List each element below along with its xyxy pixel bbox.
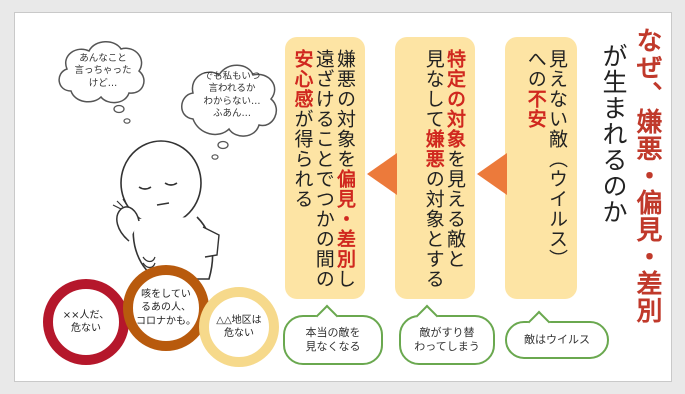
caption-text: 本当の敵を見なくなる: [306, 326, 361, 355]
circle-line: 危ない: [71, 323, 101, 334]
card-relief-highlight: 安心感: [291, 49, 314, 109]
circle-line: 咳をしてい: [141, 288, 191, 300]
circle-line: るあの人、: [141, 302, 191, 314]
card-fear-text: 見えない敵（ウイルス） への不安: [524, 49, 568, 299]
card-target-line: の対象とする: [422, 169, 445, 289]
arrow-left-icon: [367, 153, 397, 195]
title-sub: が生まれるのか: [599, 43, 628, 225]
thought-line: あんなこと: [79, 53, 127, 64]
card-relief-line: 嫌悪の対象を: [334, 49, 356, 169]
speech-circle-district: △△地区は危ない: [199, 287, 279, 367]
card-target-highlight: 特定の対象: [444, 49, 466, 149]
card-target-line: 見なして: [422, 49, 445, 129]
title-main: なぜ、嫌悪・偏見・差別: [632, 27, 662, 324]
card-relief-line: 遠ざけることでつかの間の: [312, 49, 335, 289]
card-fear-line: 見えない敵（ウイルス）: [546, 49, 568, 269]
circle-text: △△地区は危ない: [216, 314, 261, 341]
thought-line: 言っちゃった: [74, 65, 132, 77]
circle-line: 危ない: [223, 328, 254, 339]
caption-bubble-virus: 敵はウイルス: [505, 310, 609, 359]
card-target-text: 特定の対象を見える敵と 見なして嫌悪の対象とする: [422, 49, 466, 299]
thought-line: ふあん…: [212, 108, 251, 120]
card-target-highlight: 嫌悪: [422, 129, 445, 169]
caption-bubble-real-enemy: 本当の敵を見なくなる: [283, 304, 383, 365]
caption-line: 本当の敵を: [305, 325, 361, 339]
caption-line: 見なくなる: [305, 340, 361, 353]
card-relief: 嫌悪の対象を偏見・差別し 遠ざけることでつかの間の 安心感が得られる: [285, 37, 365, 299]
circle-line: コロナかも。: [136, 315, 196, 327]
slide: なぜ、嫌悪・偏見・差別 が生まれるのか 見えない敵（ウイルス） への不安 特定の…: [14, 12, 672, 382]
caption-line: 敵がすり替: [419, 325, 475, 339]
card-fear-line: への: [524, 49, 547, 89]
thought-cloud-left-icon: [58, 41, 145, 124]
caption-text: 敵はウイルス: [524, 332, 590, 346]
thought-line: でも私もいつ: [203, 71, 261, 82]
thought-left-text: あんなこと 言っちゃった けど…: [65, 53, 141, 90]
card-target-line: を見える敵と: [444, 149, 466, 269]
worried-person-illustration: [112, 140, 220, 280]
thought-line: けど…: [88, 77, 118, 89]
card-relief-line: が得られる: [291, 109, 314, 209]
circle-text: 咳をしているあの人、コロナかも。: [136, 288, 196, 329]
thought-right-text: でも私もいつ 言われるか わからない… ふあん…: [187, 71, 277, 120]
speech-circle-cough: 咳をしているあの人、コロナかも。: [123, 265, 209, 351]
thought-line: わからない…: [203, 95, 261, 107]
circle-line: △△地区は: [216, 314, 262, 326]
speech-circle-danger: ××人だ、危ない: [43, 279, 129, 365]
card-relief-line: し: [334, 269, 356, 289]
card-relief-highlight: 偏見・差別: [334, 169, 356, 269]
caption-text: 敵がすり替わってしまう: [414, 326, 479, 355]
thought-cloud-right-icon: [181, 64, 277, 160]
card-fear-highlight: 不安: [524, 89, 547, 129]
caption-line: わってしまう: [414, 340, 480, 353]
circle-line: ××人だ、: [62, 309, 110, 321]
circle-text: ××人だ、危ない: [63, 309, 109, 336]
caption-bubble-shift: 敵がすり替わってしまう: [399, 304, 495, 365]
thought-line: 言われるか: [208, 83, 256, 95]
card-target: 特定の対象を見える敵と 見なして嫌悪の対象とする: [395, 37, 475, 299]
arrow-left-icon: [477, 153, 507, 195]
card-fear: 見えない敵（ウイルス） への不安: [505, 37, 577, 299]
card-relief-text: 嫌悪の対象を偏見・差別し 遠ざけることでつかの間の 安心感が得られる: [291, 49, 356, 299]
